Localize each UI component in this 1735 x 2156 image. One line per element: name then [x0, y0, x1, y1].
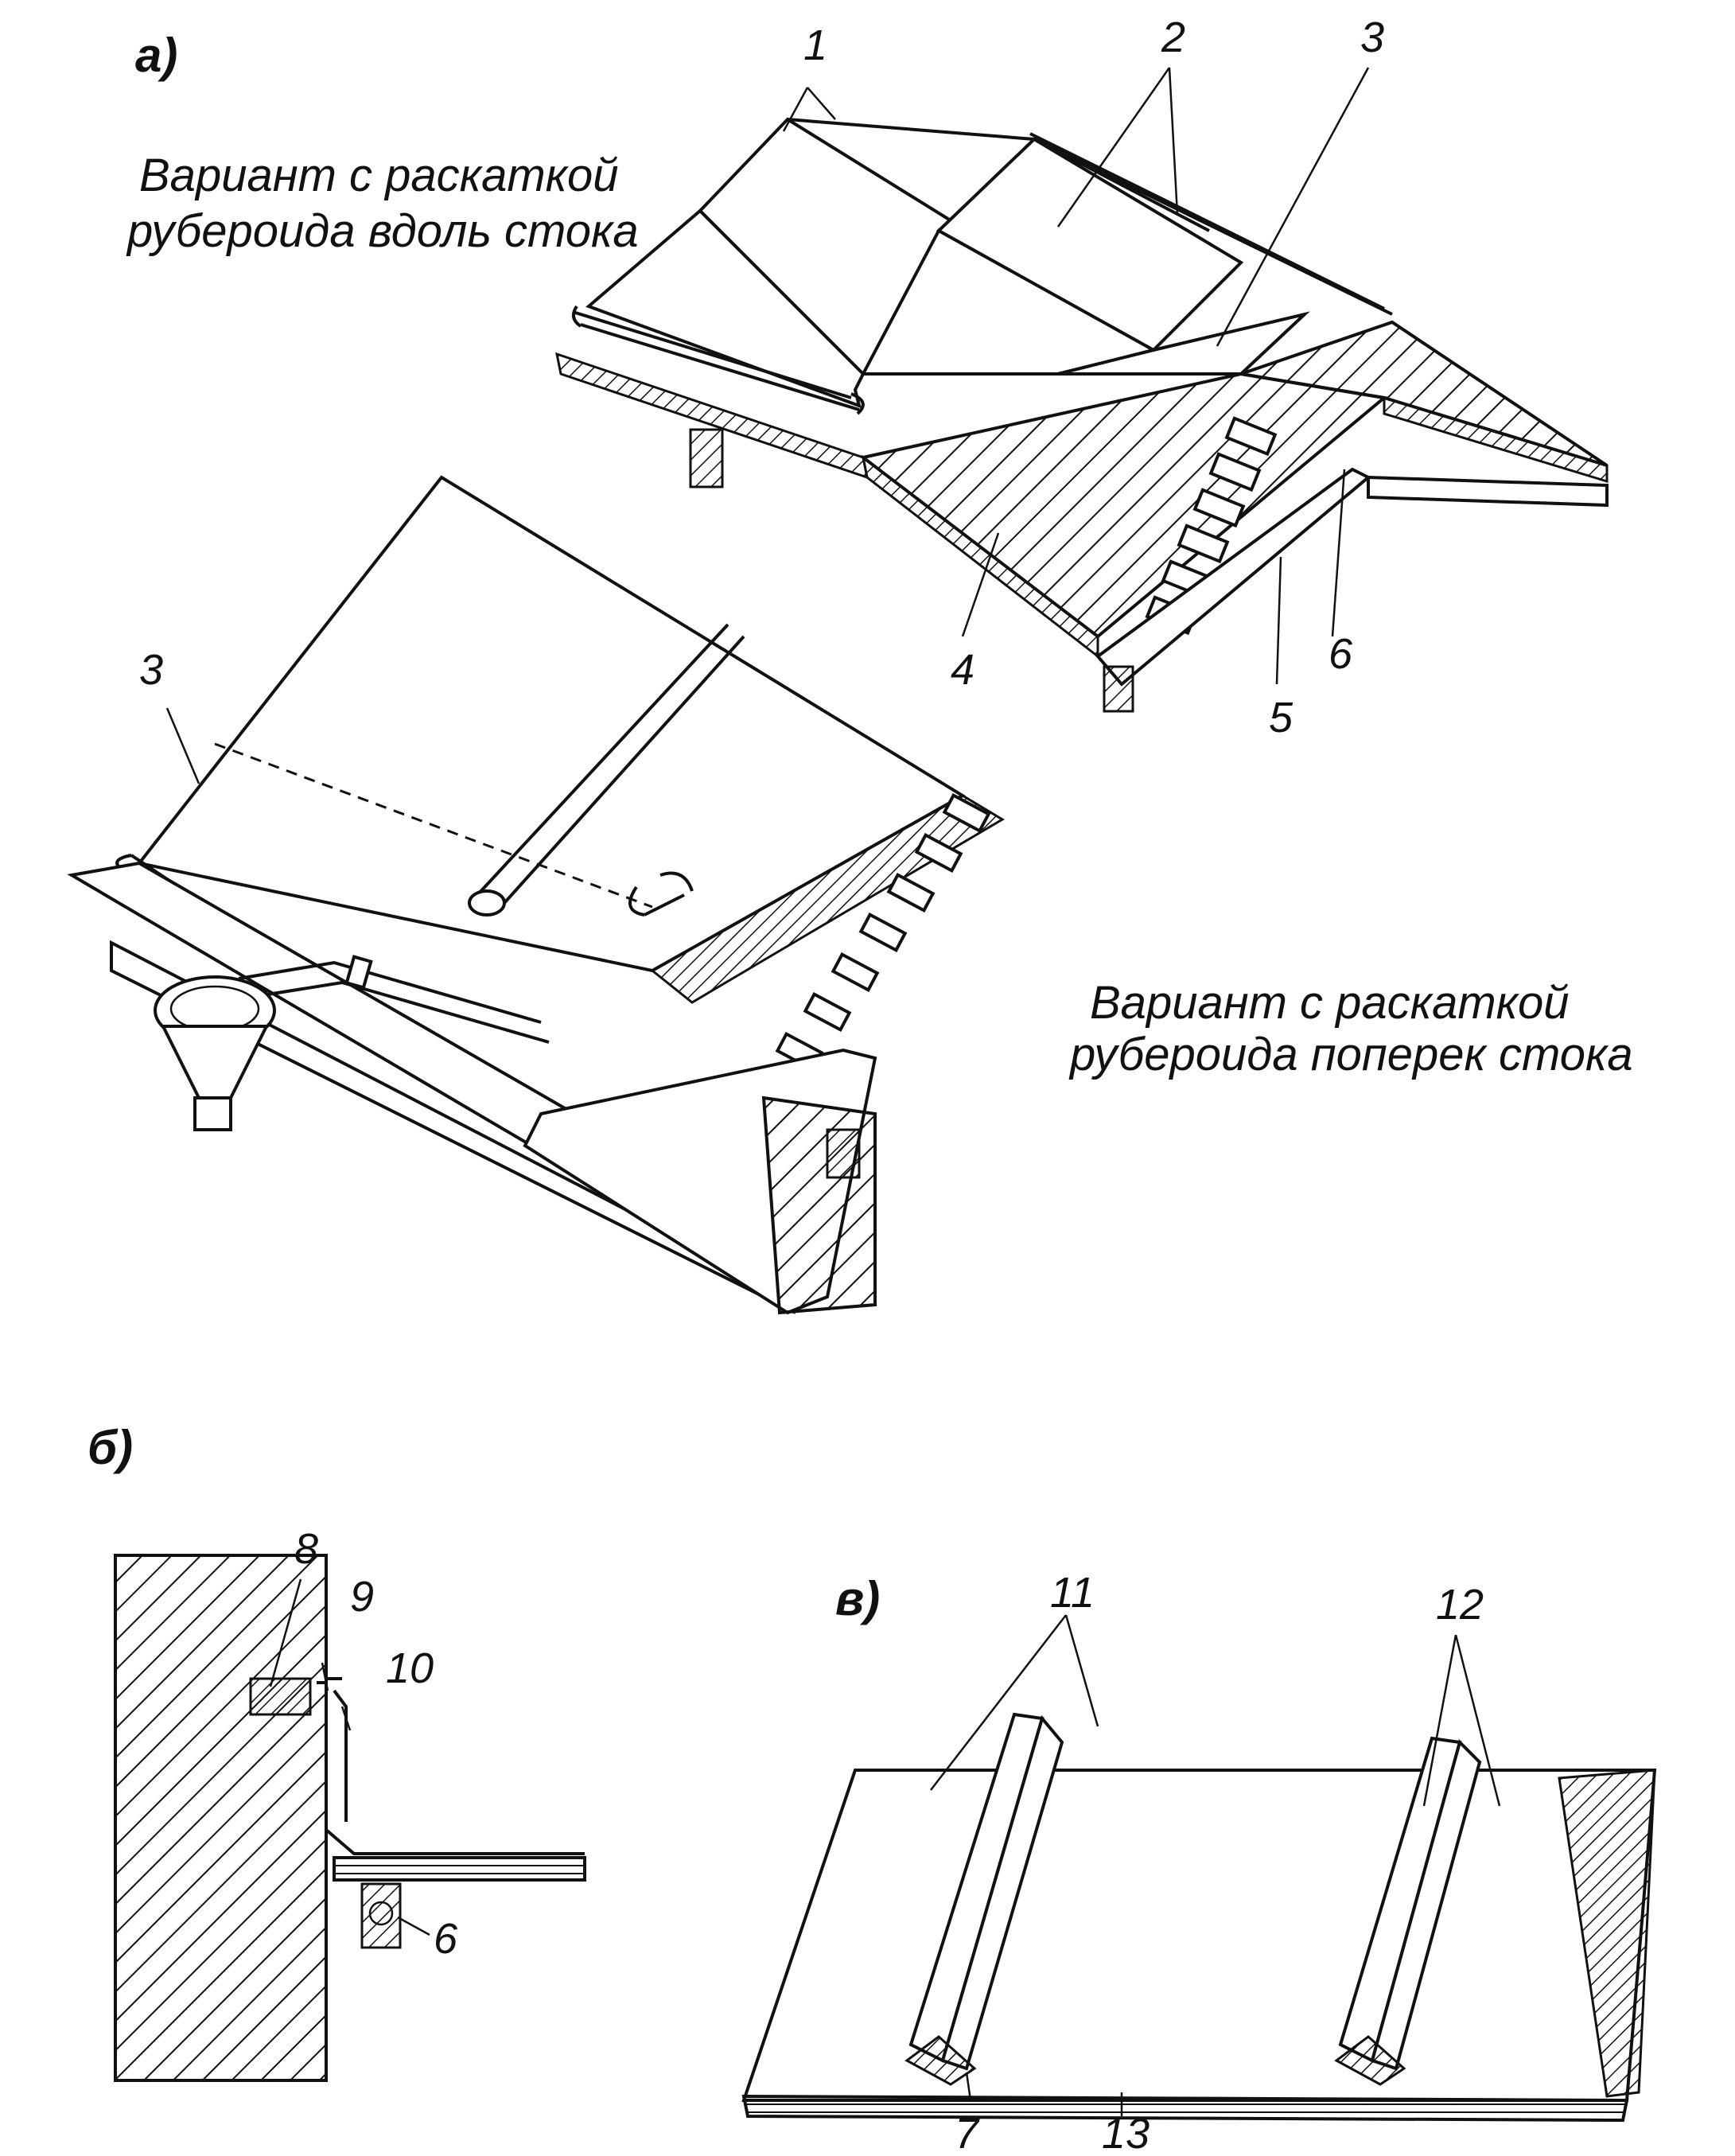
base-board-13	[741, 2094, 1629, 2123]
part-label-v: в)	[835, 1572, 880, 1625]
rafter-6-section	[360, 1882, 402, 1949]
right-edge-batten	[1383, 395, 1609, 484]
callout-1: 1	[803, 21, 827, 69]
leader-lines	[165, 67, 1501, 2116]
drain-pipe	[238, 960, 550, 1044]
variant-across-drain-drawing	[67, 475, 1005, 1315]
captions: Вариант с раскаткой рубероида вдоль сток…	[126, 150, 1633, 1080]
rafter-right	[1367, 475, 1609, 508]
wall-plug-8	[249, 1677, 312, 1716]
callout-4: 4	[951, 646, 974, 694]
callout-6-b: 6	[434, 1915, 458, 1963]
callout-9: 9	[350, 1573, 374, 1621]
callout-13: 13	[1102, 2110, 1150, 2156]
roll-sheet-3	[1057, 311, 1310, 376]
caption-along-line1: Вариант с раскаткой	[139, 150, 619, 201]
roll-sheet-1-lip	[585, 208, 866, 409]
rafter-6-grain	[368, 1901, 394, 1926]
roll-cylinder-middle	[476, 623, 745, 913]
left-bracket	[689, 428, 724, 488]
wall-junction-section	[114, 1554, 586, 2082]
variant-along-drain-drawing	[555, 117, 1609, 713]
masonry-wall	[114, 1554, 328, 2082]
callout-6-a: 6	[1328, 630, 1353, 678]
base-sheet	[741, 1769, 1657, 2102]
lap-line-dashed	[214, 742, 653, 909]
roof-slab	[333, 1856, 586, 1882]
roll-cylinder-end	[468, 889, 506, 916]
ridge-strips-drawing	[741, 1712, 1657, 2123]
callout-12: 12	[1436, 1581, 1484, 1629]
downpipe	[193, 1096, 232, 1131]
part-labels: а) б) в)	[88, 29, 880, 1625]
callout-8: 8	[294, 1525, 318, 1573]
callout-11: 11	[1050, 1569, 1095, 1617]
callout-2: 2	[1161, 14, 1185, 61]
funnel-cone	[160, 1025, 270, 1099]
rafter-end	[1103, 665, 1134, 713]
caption-along-line2: рубероида вдоль стока	[126, 205, 639, 257]
fillet-7-right	[1334, 2035, 1406, 2086]
deck-hatched-right	[650, 794, 1005, 1004]
callout-3-left: 3	[139, 646, 163, 694]
roll-front	[628, 871, 694, 916]
roof-top-edge	[787, 118, 1393, 316]
caption-across-line2: рубероида поперек стока	[1068, 1029, 1633, 1080]
callout-7: 7	[955, 2110, 980, 2156]
callout-3-top: 3	[1360, 14, 1384, 61]
callout-5: 5	[1269, 694, 1293, 741]
callout-numbers: 1 2 3 3 4 5 6 6 7 8 9 10 11 12 13	[139, 14, 1484, 2156]
caption-across-line1: Вариант с раскаткой	[1090, 977, 1570, 1029]
fillet-7-left	[904, 2035, 977, 2086]
rolled-edge-left	[572, 305, 865, 415]
part-label-b: б)	[88, 1421, 133, 1474]
end-board-section	[1558, 1769, 1656, 2098]
flashing-apron-9	[317, 1681, 585, 1855]
part-label-a: а)	[135, 29, 177, 82]
sealing-strip-10	[328, 1677, 348, 1822]
callout-10: 10	[386, 1644, 434, 1692]
pipe-coupling	[344, 955, 373, 990]
lower-bracket	[826, 1128, 861, 1179]
